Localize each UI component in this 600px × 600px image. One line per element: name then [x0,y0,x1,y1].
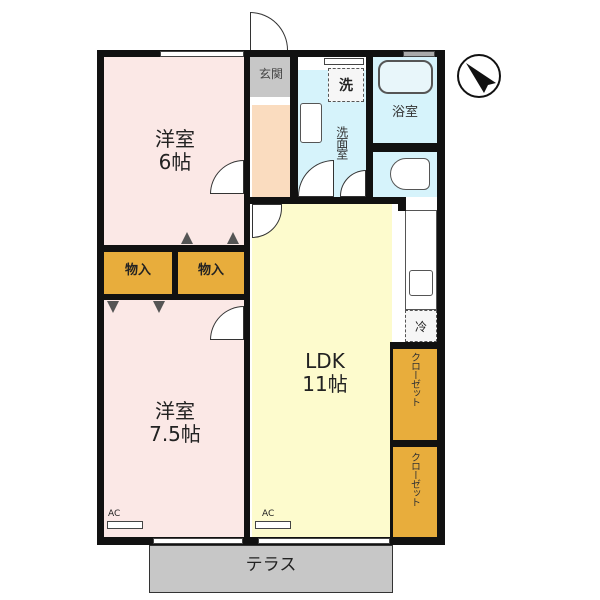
closet2-label: クローゼット [408,452,420,506]
room7-size: 7.5帖 [149,422,201,446]
wall-storage-divider [172,252,178,294]
room7-name: 洋室 [155,399,195,423]
wall-closet-left [390,342,393,542]
storage-1 [104,252,172,294]
storage2-label: 物入 [197,263,224,278]
room7-label: 洋室 7.5帖 [125,400,225,446]
terrace-label: テラス [245,555,297,575]
ac-unit-room7 [107,521,143,529]
closet-1 [393,348,437,440]
washer-space: 洗 [328,68,364,102]
north-arrow-icon [456,53,502,99]
wall-storage-top [97,245,250,252]
entrance-door[interactable] [250,12,288,50]
wall-ldk-top [244,197,406,204]
window-room7 [153,538,243,544]
sliding-door-marker [181,232,193,244]
ac-unit-ldk [255,521,291,529]
storage1-label: 物入 [124,263,151,278]
wall-top [97,50,445,57]
washbasin-icon [300,103,322,143]
ac-label: AC [262,509,275,519]
window-ldk [258,538,390,544]
room6-name: 洋室 [155,127,195,151]
bathroom-label: 浴室 [391,105,418,120]
western-room-6 [104,57,244,245]
closet1-label: クローゼット [408,352,420,406]
sliding-door-marker [153,301,165,313]
wall-bath-toilet [366,143,445,152]
ldk-name: LDK [305,349,345,373]
toilet-icon [390,158,430,190]
room6-label: 洋室 6帖 [130,128,220,174]
ldk [252,204,392,537]
window-bath [403,51,435,57]
window-room6 [160,51,244,57]
washroom-label: 洗面室 [334,126,349,159]
storage-2 [178,252,244,294]
wall-wet-divider [366,57,373,204]
wall-hall-right [290,57,298,204]
ldk-size: 11帖 [302,372,348,396]
terrace [149,545,393,593]
wall-kitchen-left [398,197,406,211]
wall-right [437,50,445,545]
ac-label: AC [108,509,121,519]
entrance [250,57,292,97]
wall-closet-top [390,342,445,349]
entrance-label: 玄関 [258,67,283,81]
sink-icon [409,270,433,296]
wall-closet-divider [390,440,445,447]
closet-2 [393,447,437,537]
ldk-label: LDK 11帖 [280,350,370,396]
room6-size: 6帖 [158,150,192,174]
hallway [252,105,290,197]
sliding-door-marker [227,232,239,244]
window-washroom-top [324,58,364,65]
sliding-door-marker [107,301,119,313]
wall-storage-bottom [97,294,250,300]
fridge-space: 冷 [405,310,437,342]
bathtub-icon [378,60,433,94]
